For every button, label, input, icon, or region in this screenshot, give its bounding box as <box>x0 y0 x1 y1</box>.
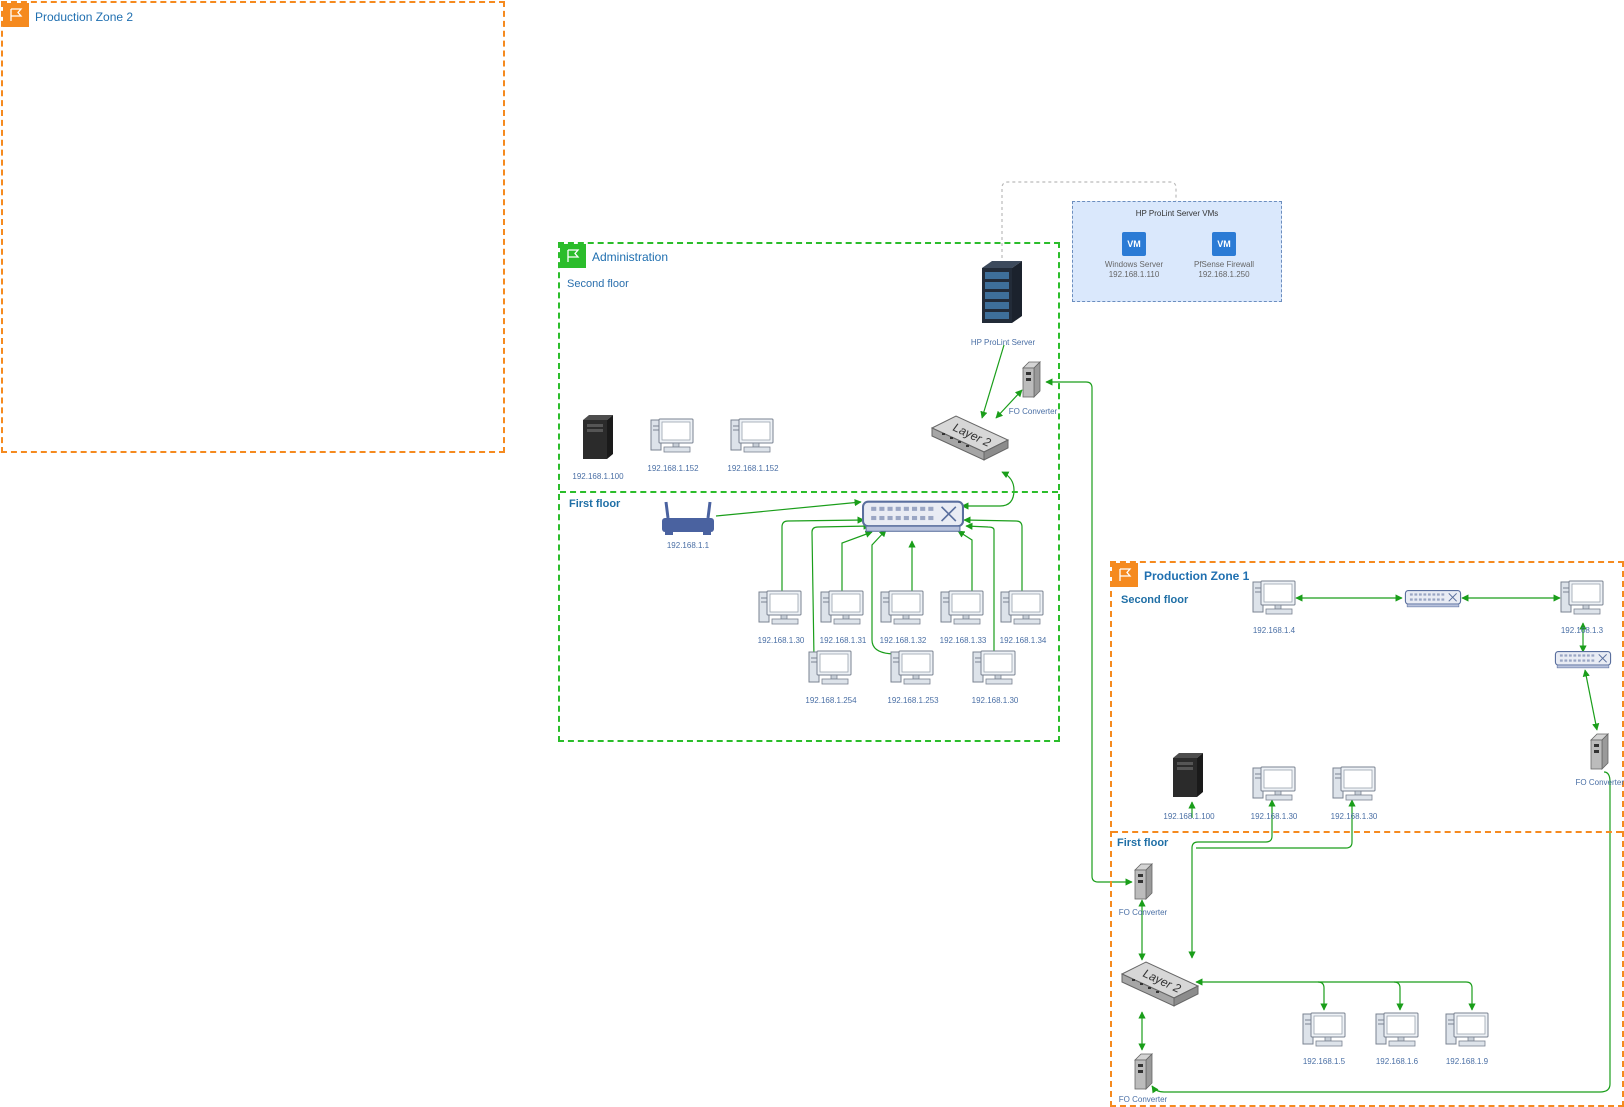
floor-label: First floor <box>1117 837 1169 849</box>
link-server-layer2 <box>980 344 1005 419</box>
flag-icon <box>1112 563 1138 587</box>
link-pc30-switch <box>781 516 865 596</box>
desktop-computer-icon[interactable] <box>1302 1012 1346 1048</box>
device-label: 192.168.1.4 <box>1252 626 1296 635</box>
link-switch2-fo <box>1582 669 1600 731</box>
device-label: 192.168.1.5 <box>1302 1057 1346 1066</box>
virtual-machine-icon[interactable]: VM <box>1212 232 1236 256</box>
zone-title: Production Zone 2 <box>35 10 134 24</box>
device-label: FO Converter <box>1118 908 1168 917</box>
link-pc30b-switch <box>965 522 995 652</box>
link-layer2-pc9 <box>1195 978 1476 1011</box>
layer2-switch[interactable]: Layer 2 <box>1120 960 1200 1010</box>
link-server-vms <box>1001 181 1177 300</box>
device-label: 192.168.1.253 <box>887 696 939 705</box>
device-label: 192.168.1.30 <box>1330 812 1378 821</box>
device-label: 192.168.1.100 <box>1163 812 1215 821</box>
desktop-computer-icon[interactable] <box>1000 590 1044 626</box>
link-pc31-switch <box>841 530 873 596</box>
zone-production-1: Production Zone 1 Second floor First flo… <box>1110 561 1624 1107</box>
desktop-computer-icon[interactable] <box>1375 1012 1419 1048</box>
network-switch-icon[interactable] <box>1404 590 1462 608</box>
vm-group-title: HP ProLint Server VMs <box>1135 209 1219 218</box>
desktop-computer-icon[interactable] <box>730 418 774 454</box>
virtual-machine-icon[interactable]: VM <box>1122 232 1146 256</box>
device-label: 192.168.1.152 <box>727 464 779 473</box>
floor-label: First floor <box>569 498 621 510</box>
link-pc33-switch <box>957 530 973 596</box>
link-pc253-switch <box>871 529 897 655</box>
link-pc254-switch <box>811 522 871 659</box>
zone-production-2: Production Zone 2 <box>1 1 505 453</box>
desktop-computer-icon[interactable] <box>940 590 984 626</box>
desktop-computer-icon[interactable] <box>1252 766 1296 802</box>
fiber-converter-icon[interactable] <box>1588 732 1610 770</box>
link-layer2-pz1pc30a <box>1188 799 1276 959</box>
device-label: 192.168.1.9 <box>1445 1057 1489 1066</box>
desktop-computer-icon[interactable] <box>1332 766 1376 802</box>
link-layer2-switch <box>961 471 1015 510</box>
device-label: 192.168.1.6 <box>1375 1057 1419 1066</box>
link-router-switch <box>715 499 862 517</box>
network-switch-icon[interactable] <box>1554 651 1612 669</box>
desktop-computer-icon[interactable] <box>890 650 934 686</box>
floor-divider <box>560 491 1058 493</box>
device-label: 192.168.1.30 <box>757 636 805 645</box>
desktop-computer-icon[interactable] <box>1560 580 1604 616</box>
device-label: 192.168.1.1 <box>666 541 710 550</box>
desktop-computer-icon[interactable] <box>1252 580 1296 616</box>
device-label: FO Converter <box>1008 407 1058 416</box>
link-fiber-admin-pz1 <box>1045 378 1133 886</box>
link-layer2-pz1pc30b <box>1196 799 1356 849</box>
zone-administration: Administration Second floor First floor <box>558 242 1060 742</box>
device-label: FO Converter <box>1575 778 1624 787</box>
network-switch-icon[interactable] <box>862 500 964 534</box>
layer2-switch[interactable]: Layer 2 <box>930 414 1010 464</box>
floor-label: Second floor <box>1121 594 1189 606</box>
flag-icon <box>3 3 29 27</box>
device-label: 192.168.1.31 <box>819 636 867 645</box>
desktop-computer-icon[interactable] <box>650 418 694 454</box>
floor-label: Second floor <box>567 278 629 290</box>
link-fo-layer2 <box>995 389 1023 419</box>
link-layer2-pc6 <box>1393 981 1404 1011</box>
desktop-computer-icon[interactable] <box>808 650 852 686</box>
device-label: 192.168.1.152 <box>647 464 699 473</box>
desktop-computer-icon[interactable] <box>1445 1012 1489 1048</box>
device-label: 192.168.1.254 <box>805 696 857 705</box>
tower-server-icon[interactable] <box>580 414 614 460</box>
device-label: FO Converter <box>1118 1095 1168 1104</box>
device-label: 192.168.1.3 <box>1560 626 1604 635</box>
floor-divider <box>1112 831 1622 833</box>
wireless-router-icon[interactable] <box>660 500 716 536</box>
server-rack-icon[interactable] <box>980 260 1024 324</box>
link-pc34-switch <box>963 516 1023 596</box>
link-layer2-pc5 <box>1317 981 1328 1011</box>
fiber-converter-icon[interactable] <box>1132 862 1154 900</box>
device-label: 192.168.1.30 <box>1250 812 1298 821</box>
fiber-converter-icon[interactable] <box>1020 360 1042 398</box>
tower-server-icon[interactable] <box>1170 752 1204 798</box>
device-label: HP ProLint Server <box>970 338 1036 347</box>
zone-title: Production Zone 1 <box>1144 569 1250 583</box>
device-label: 192.168.1.34 <box>999 636 1047 645</box>
desktop-computer-icon[interactable] <box>820 590 864 626</box>
device-label: 192.168.1.32 <box>879 636 927 645</box>
device-label: 192.168.1.100 <box>572 472 624 481</box>
desktop-computer-icon[interactable] <box>880 590 924 626</box>
link-fo-right-fo-bottom <box>1151 771 1611 1094</box>
desktop-computer-icon[interactable] <box>758 590 802 626</box>
flag-icon <box>560 244 586 268</box>
zone-title: Administration <box>592 250 669 264</box>
desktop-computer-icon[interactable] <box>972 650 1016 686</box>
fiber-converter-icon[interactable] <box>1132 1052 1154 1090</box>
device-label: 192.168.1.33 <box>939 636 987 645</box>
device-label: 192.168.1.30 <box>971 696 1019 705</box>
